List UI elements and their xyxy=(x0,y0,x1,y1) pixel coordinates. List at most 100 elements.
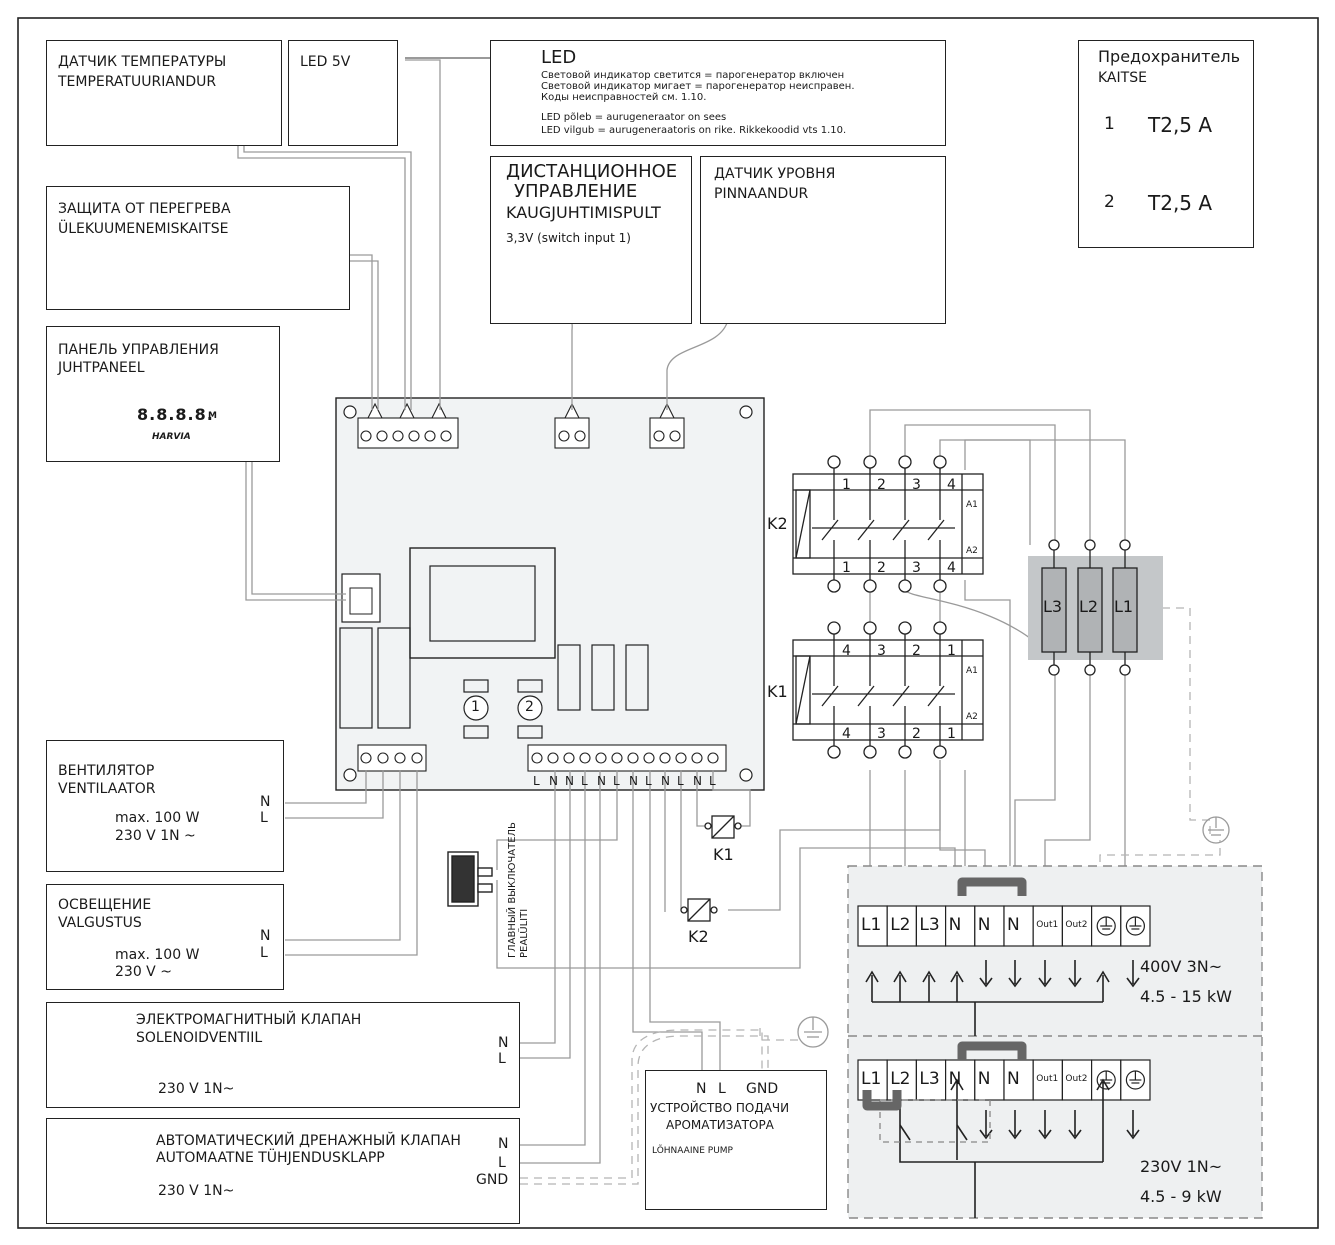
k1-bottom-num-3: 1 xyxy=(947,726,956,742)
fan-spec-2: 230 V 1N ~ xyxy=(115,828,196,844)
level-sensor-box xyxy=(700,156,946,324)
board-terminal-9: L xyxy=(677,774,684,788)
light-l: L xyxy=(260,945,268,961)
fuse-1-rating: T2,5 A xyxy=(1148,113,1213,137)
supply-top-cell-2 xyxy=(915,905,947,947)
level-title-ru: ДАТЧИК УРОВНЯ xyxy=(714,166,836,182)
supply-lower-power: 4.5 - 9 kW xyxy=(1140,1187,1222,1206)
supply-top-label-6: Out1 xyxy=(1036,920,1059,930)
k2-top-num-1: 2 xyxy=(877,477,886,493)
aroma-l: L xyxy=(718,1081,726,1097)
solenoid-l: L xyxy=(498,1051,506,1067)
led5v-label: LED 5V xyxy=(300,54,351,70)
control-board xyxy=(335,397,765,791)
led-info-line-1: Световой индикатор светится = парогенера… xyxy=(541,70,845,81)
fan-title-et: VENTILAATOR xyxy=(58,781,156,797)
board-terminal-0: L xyxy=(533,774,540,788)
k2-top-num-3: 4 xyxy=(947,477,956,493)
board-terminal-11: L xyxy=(709,774,716,788)
control-panel-title-ru: ПАНЕЛЬ УПРАВЛЕНИЯ xyxy=(58,342,219,358)
supply-top-cell-1 xyxy=(886,905,918,947)
led-info-line-2: Световой индикатор мигает = парогенерато… xyxy=(541,81,855,92)
supply-top-label-3: N xyxy=(948,915,962,935)
supply-bot-label-3: N xyxy=(948,1069,962,1089)
led-info-line-3: Коды неисправностей см. 1.10. xyxy=(541,92,707,103)
remote-note: 3,3V (switch input 1) xyxy=(506,231,631,245)
control-panel-display: 8.8.8.8. xyxy=(137,405,214,424)
supply-top-label-7: Out2 xyxy=(1065,920,1088,930)
light-spec-1: max. 100 W xyxy=(115,947,200,963)
board-terminal-10: N xyxy=(693,774,702,788)
overheat-title-ru: ЗАЩИТА ОТ ПЕРЕГРЕВА xyxy=(58,201,231,217)
supply-bot-label-6: Out1 xyxy=(1036,1074,1059,1084)
k1-top-num-0: 4 xyxy=(842,643,851,659)
coil-k2-label: K2 xyxy=(688,927,709,946)
board-fuse-1-label: 1 xyxy=(471,699,480,715)
fan-box xyxy=(46,740,284,872)
fan-spec-1: max. 100 W xyxy=(115,810,200,826)
k1-label: K1 xyxy=(767,682,788,701)
supply-top-label-0: L1 xyxy=(861,915,882,935)
aroma-pump-box xyxy=(645,1070,827,1210)
light-title-et: VALGUSTUS xyxy=(58,915,142,931)
supply-bot-label-5: N xyxy=(1007,1069,1020,1089)
supply-top-cell-0 xyxy=(857,905,888,947)
contactor-k2 xyxy=(792,473,984,575)
solenoid-box xyxy=(46,1002,520,1108)
main-switch-ru: ГЛАВНЫЙ ВЫКЛЮЧАТЕЛЬ xyxy=(507,822,518,958)
led-info-title: LED xyxy=(541,47,577,68)
heater-l1: L1 xyxy=(1114,597,1134,616)
fuse-2-num: 2 xyxy=(1104,192,1115,212)
supply-top-cell-7 xyxy=(1061,905,1093,947)
supply-bot-label-0: L1 xyxy=(861,1069,882,1089)
control-panel-m-label: M xyxy=(208,411,217,421)
k1-bottom-num-0: 4 xyxy=(842,726,851,742)
fuse-title-ru: Предохранитель xyxy=(1098,47,1240,66)
solenoid-n: N xyxy=(498,1035,509,1051)
remote-title-et: KAUGJUHTIMISPULT xyxy=(506,203,661,222)
supply-top-label-4: N xyxy=(977,915,991,935)
remote-title-ru-1: ДИСТАНЦИОННОЕ xyxy=(506,161,678,182)
light-box xyxy=(46,884,284,990)
supply-bot-label-7: Out2 xyxy=(1065,1074,1088,1084)
heater-l3: L3 xyxy=(1043,597,1063,616)
k1-bottom-num-2: 2 xyxy=(912,726,921,742)
overheat-box xyxy=(46,186,350,310)
temperature-title-ru: ДАТЧИК ТЕМПЕРАТУРЫ xyxy=(58,54,227,70)
board-terminal-5: L xyxy=(613,774,620,788)
aroma-title-et: LÕHNAAINE PUMP xyxy=(652,1146,733,1156)
supply-bot-label-1: L2 xyxy=(890,1069,911,1089)
k1-top-num-1: 3 xyxy=(877,643,886,659)
supply-top-label-1: L2 xyxy=(890,915,911,935)
led-info-line-4: LED põleb = aurugeneraator on sees xyxy=(541,112,727,123)
drain-n: N xyxy=(498,1136,509,1152)
drain-title-et: AUTOMAATNE TÜHJENDUSKLAPP xyxy=(156,1150,385,1166)
light-n: N xyxy=(260,928,271,944)
k2-a1: A1 xyxy=(966,500,978,510)
drain-gnd: GND xyxy=(476,1172,509,1188)
drain-valve-box xyxy=(46,1118,520,1224)
led-info-box xyxy=(490,40,946,146)
supply-lower-voltage: 230V 1N~ xyxy=(1140,1157,1223,1176)
remote-box xyxy=(490,156,692,324)
supply-top-label-5: N xyxy=(1007,915,1020,935)
fan-l: L xyxy=(260,810,268,826)
k1-top-num-3: 1 xyxy=(947,643,956,659)
remote-title-ru-2: УПРАВЛЕНИЕ xyxy=(514,181,638,202)
supply-bot-label-4: N xyxy=(977,1069,991,1089)
k2-bottom-num-2: 3 xyxy=(912,560,921,576)
light-title-ru: ОСВЕЩЕНИЕ xyxy=(58,897,152,913)
supply-top-cell-6 xyxy=(1032,905,1063,947)
supply-bot-cell-7 xyxy=(1061,1059,1093,1101)
board-terminal-8: N xyxy=(661,774,670,788)
solenoid-title-ru: ЭЛЕКТРОМАГНИТНЫЙ КЛАПАН xyxy=(136,1012,362,1028)
solenoid-spec: 230 V 1N~ xyxy=(158,1081,235,1097)
k2-a2: A2 xyxy=(966,546,978,556)
control-panel-title-et: JUHTPANEEL xyxy=(58,360,145,376)
contactor-k1 xyxy=(792,639,984,741)
light-spec-2: 230 V ~ xyxy=(115,964,172,980)
overheat-title-et: ÜLEKUUMENEMISKAITSE xyxy=(58,221,229,237)
k1-a1: A1 xyxy=(966,666,978,676)
led-info-line-5: LED vilgub = aurugeneraatoris on rike. R… xyxy=(541,125,847,136)
supply-bot-cell-6 xyxy=(1032,1059,1063,1101)
